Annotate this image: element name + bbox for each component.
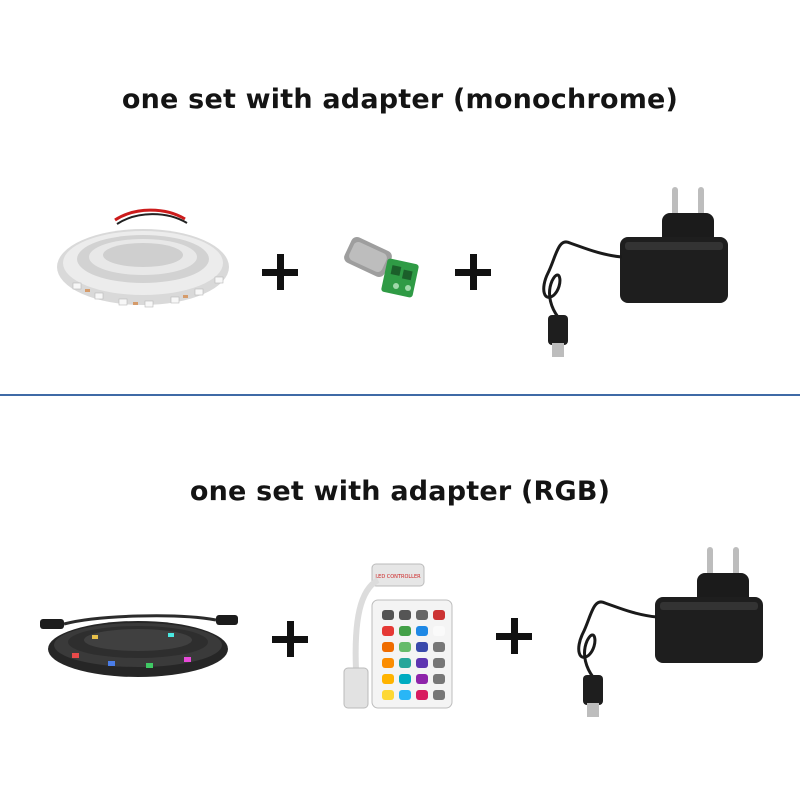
remote-button: [399, 690, 411, 700]
remote-button: [433, 690, 445, 700]
remote-button: [433, 642, 445, 652]
plus-sign: [455, 253, 495, 293]
remote-button: [382, 658, 394, 668]
power-adapter-image: [577, 547, 763, 717]
remote-button: [433, 674, 445, 684]
section-divider: [0, 394, 800, 396]
remote-button: [416, 690, 428, 700]
remote-button: [382, 610, 394, 620]
remote-button: [416, 626, 428, 636]
remote-button: [416, 610, 428, 620]
dc-female-connector-image: [344, 236, 419, 298]
rgb-controller-with-remote-image: LED CONTROLLER: [343, 563, 453, 709]
remote-button: [433, 610, 445, 620]
remote-button: [382, 674, 394, 684]
remote-button: [382, 626, 394, 636]
remote-button: [433, 658, 445, 668]
remote-button: [382, 642, 394, 652]
remote-button: [399, 642, 411, 652]
power-adapter-image: [542, 187, 728, 357]
title-monochrome-set: one set with adapter (monochrome): [121, 84, 679, 115]
rgb-led-strip-reel-image: [40, 614, 238, 677]
remote-button: [416, 674, 428, 684]
title-rgb-set: one set with adapter (RGB): [189, 476, 611, 507]
remote-button: [382, 690, 394, 700]
remote-button: [399, 626, 411, 636]
monochrome-led-strip-reel-image: [57, 208, 229, 308]
plus-sign: [272, 620, 312, 660]
remote-button: [399, 674, 411, 684]
remote-button: [416, 658, 428, 668]
plus-sign: [262, 253, 302, 293]
plus-sign: [496, 617, 536, 657]
remote-button: [399, 658, 411, 668]
remote-button: [433, 626, 445, 636]
controller-label-text: LED CONTROLLER: [375, 574, 421, 580]
remote-button: [399, 610, 411, 620]
remote-button: [416, 642, 428, 652]
